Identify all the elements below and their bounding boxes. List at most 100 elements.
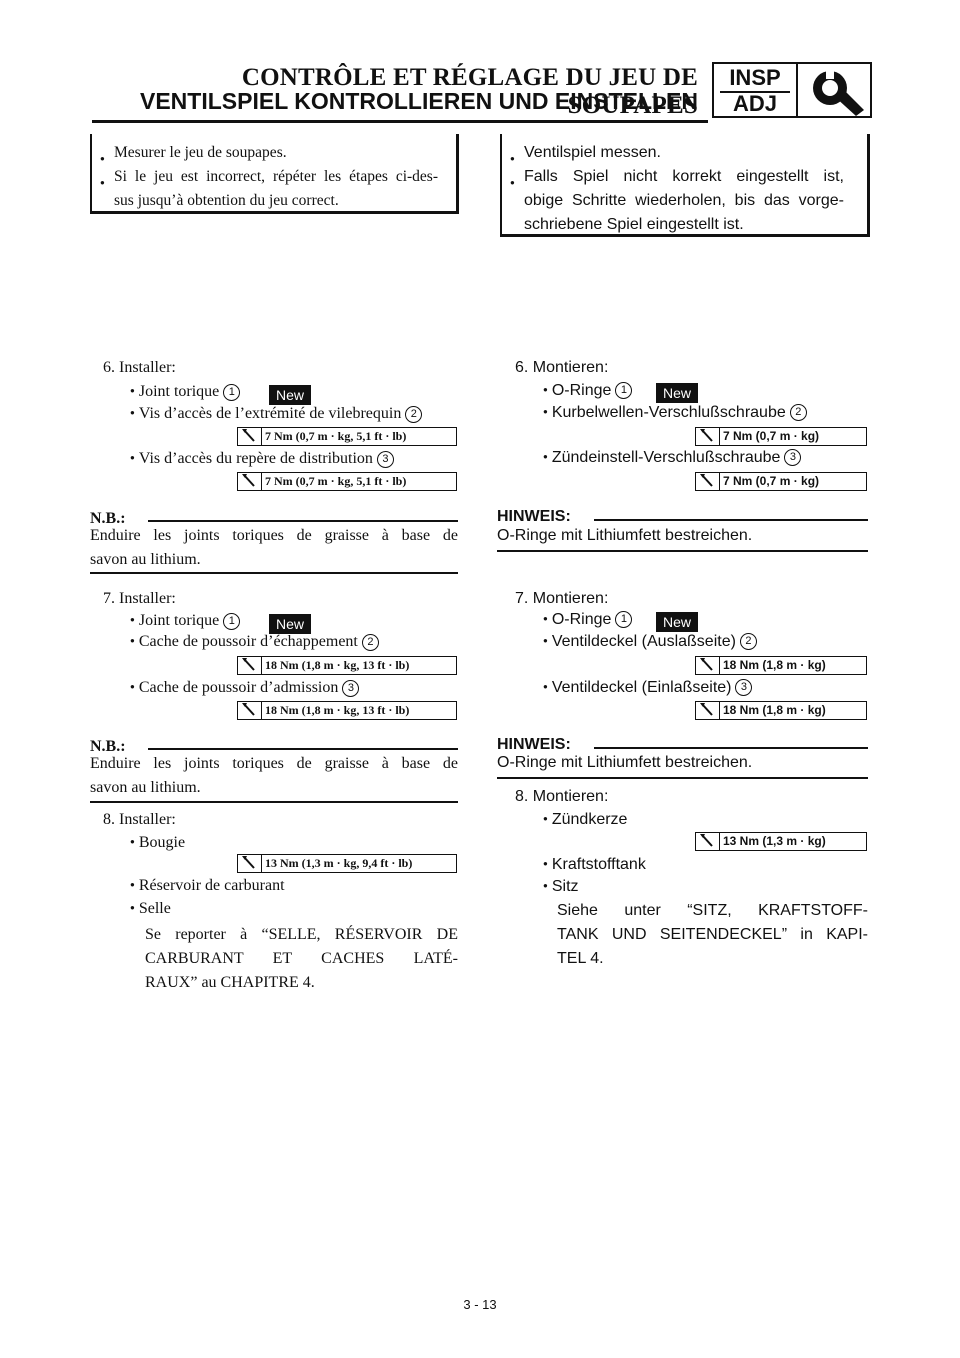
de-note2-line1: O-Ringe mit Lithiumfett bestreichen. [497, 754, 753, 771]
torque-wrench-icon [696, 833, 720, 850]
marker-1: 1 [615, 611, 633, 629]
de-note1-line1: O-Ringe mit Lithiumfett bestreichen. [497, 527, 753, 544]
fr-note2-heading: N.B.: [90, 738, 126, 755]
torque-wrench-icon [696, 473, 720, 490]
torque-spec: 7 Nm (0,7 m · kg, 5,1 ft · lb) [237, 472, 457, 491]
fr-step8-heading: 8. Installer: [103, 811, 176, 828]
marker-3: 3 [376, 450, 394, 468]
badge-text-box: INSP ADJ [714, 64, 798, 116]
de-step8-item-b: Kraftstofftank [543, 856, 646, 874]
note-rule [497, 777, 868, 779]
fr-step8-item-a: Bougie [130, 834, 185, 852]
torque-spec: 7 Nm (0,7 m · kg) [695, 427, 867, 446]
page-title-fr: CONTRÔLE ET RÉGLAGE DU JEU DE SOUPAPES [241, 64, 698, 119]
marker-1: 1 [223, 383, 241, 401]
page-title-de: VENTILSPIEL KONTROLLIEREN UND EINSTELLEN [140, 88, 698, 114]
de-step8-ref-line3: TEL 4. [557, 950, 604, 967]
torque-spec: 18 Nm (1,8 m · kg, 13 ft · lb) [237, 656, 457, 675]
de-note2-heading: HINWEIS: [497, 736, 571, 753]
fr-step8-item-c: Selle [130, 900, 171, 918]
fr-step8-ref-line3: RAUX” au CHAPITRE 4. [145, 974, 315, 991]
de-step7-item-c: Ventildeckel (Einlaßseite)3 [543, 679, 753, 697]
marker-3: 3 [784, 449, 802, 467]
marker-3: 3 [342, 679, 360, 697]
torque-spec: 7 Nm (0,7 m · kg, 5,1 ft · lb) [237, 427, 457, 446]
de-note1-heading: HINWEIS: [497, 508, 571, 525]
summary-box-fr: Mesurer le jeu de soupapes. Si le jeu es… [90, 134, 459, 214]
note-rule [594, 519, 868, 521]
fr-note2-line2: savon au lithium. [90, 779, 201, 796]
fr-note2-line1: Enduire les joints toriques de graisse à… [90, 755, 458, 772]
torque-wrench-icon [696, 702, 720, 719]
torque-spec: 13 Nm (1,3 m · kg, 9,4 ft · lb) [237, 854, 457, 873]
note-rule [90, 572, 458, 574]
new-badge: New [656, 612, 699, 632]
list-item: sus jusqu’à obtention du jeu correct. [114, 192, 339, 209]
marker-1: 1 [615, 382, 633, 400]
fr-step7-heading: 7. Installer: [103, 590, 176, 607]
torque-spec: 18 Nm (1,8 m · kg) [695, 656, 867, 675]
list-item: Falls Spiel nicht korrekt eingestellt is… [502, 165, 844, 195]
torque-wrench-icon [238, 702, 262, 719]
marker-2: 2 [405, 405, 423, 423]
new-badge: New [269, 614, 312, 634]
de-step7-item-b: Ventildeckel (Auslaßseite)2 [543, 633, 757, 651]
torque-wrench-icon [238, 428, 262, 445]
section-badge: INSP ADJ [712, 62, 872, 118]
de-step8-heading: 8. Montieren: [515, 788, 609, 805]
de-step8-ref-line2: TANK UND SEITENDECKEL” in KAPI- [557, 926, 868, 943]
badge-line1: INSP [729, 65, 781, 90]
torque-wrench-icon [696, 657, 720, 674]
list-item: Si le jeu est incorrect, répéter les éta… [92, 165, 438, 195]
badge-line2: ADJ [732, 91, 777, 116]
marker-2: 2 [789, 404, 807, 422]
marker-3: 3 [735, 679, 753, 697]
fr-step8-item-b: Réservoir de carburant [130, 877, 285, 895]
fr-note1-line1: Enduire les joints toriques de graisse à… [90, 527, 458, 544]
de-step7-heading: 7. Montieren: [515, 590, 609, 607]
marker-2: 2 [739, 633, 757, 651]
summary-box-de: Ventilspiel messen. Falls Spiel nicht ko… [500, 134, 870, 237]
list-item: Ventilspiel messen. [502, 141, 867, 171]
list-item: obige Schritte wiederholen, bis das vorg… [524, 192, 844, 209]
de-step6-heading: 6. Montieren: [515, 359, 609, 376]
note-rule [497, 550, 868, 552]
torque-spec: 18 Nm (1,8 m · kg, 13 ft · lb) [237, 701, 457, 720]
note-rule [594, 747, 868, 749]
badge-divider [720, 91, 790, 93]
fr-note1-heading: N.B.: [90, 510, 126, 527]
new-badge: New [656, 383, 699, 403]
torque-wrench-icon [238, 473, 262, 490]
fr-note1-line2: savon au lithium. [90, 551, 201, 568]
fr-step6-item-b: Vis d’accès de l’extrémité de vilebrequi… [130, 405, 423, 423]
torque-wrench-icon [238, 855, 262, 872]
wrench-icon [804, 66, 868, 121]
header-rule [92, 120, 708, 123]
fr-step8-ref-line2: CARBURANT ET CACHES LATÉ- [145, 950, 458, 967]
note-rule [148, 520, 458, 522]
torque-wrench-icon [238, 657, 262, 674]
torque-wrench-icon [696, 428, 720, 445]
torque-spec: 13 Nm (1,3 m · kg) [695, 832, 867, 851]
de-step8-ref-line1: Siehe unter “SITZ, KRAFTSTOFF- [557, 902, 868, 919]
marker-1: 1 [223, 612, 241, 630]
list-item: schriebene Spiel eingestellt ist. [524, 216, 744, 233]
torque-spec: 18 Nm (1,8 m · kg) [695, 701, 867, 720]
note-rule [90, 801, 458, 803]
de-step8-item-a: Zündkerze [543, 811, 628, 829]
torque-spec: 7 Nm (0,7 m · kg) [695, 472, 867, 491]
marker-2: 2 [361, 633, 379, 651]
fr-step6-heading: 6. Installer: [103, 359, 176, 376]
de-step8-item-c: Sitz [543, 878, 579, 896]
new-badge: New [269, 385, 312, 405]
list-item: Mesurer le jeu de soupapes. [92, 141, 456, 171]
